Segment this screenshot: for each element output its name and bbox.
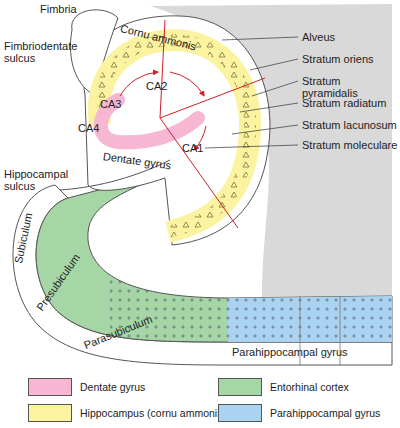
cell-dots [110, 200, 400, 350]
hippocampal-body [84, 16, 270, 245]
leader-line [205, 145, 298, 148]
leader-line [250, 59, 298, 70]
leader-lines [205, 37, 298, 148]
anatomy-label: CA4 [78, 122, 108, 134]
anatomy-label: Hippocampal sulcus [4, 168, 64, 192]
leader-line [232, 125, 298, 134]
legend-swatch [218, 378, 262, 396]
anatomy-label: CA3 [100, 98, 130, 110]
anatomy-label: Stratum lacunosum [302, 119, 398, 131]
anatomy-label: CA1 [182, 142, 212, 154]
legend-text: Dentate gyrus [80, 378, 145, 396]
anatomy-label: Alveus [302, 31, 398, 43]
anatomy-label: Stratum pyramidalis [302, 75, 398, 99]
legend-text: Parahippocampal gyrus [270, 404, 380, 422]
anatomy-label: Stratum radiatum [302, 97, 398, 109]
leader-line [222, 37, 298, 40]
legend-swatch [28, 404, 72, 422]
leader-line [252, 81, 298, 96]
anatomy-label: Stratum oriens [302, 53, 398, 65]
anatomy-label: Stratum moleculare [302, 139, 398, 151]
anatomy-label: Parahippocampal gyrus [232, 346, 382, 358]
division-line [160, 78, 265, 118]
anatomy-label: Fimbria [40, 3, 120, 15]
anatomy-label: CA2 [146, 80, 176, 92]
pyramidal-cells [99, 40, 250, 232]
anatomy-label: Fimbriodentate sulcus [4, 40, 72, 64]
legend-text: Entorhinal cortex [270, 378, 349, 396]
cornu-ammonis-band [99, 40, 250, 232]
ca-arrow [170, 72, 204, 96]
division-line [160, 118, 238, 228]
legend-swatch [218, 404, 262, 422]
leader-line [240, 103, 298, 112]
ca-divisions [120, 20, 265, 228]
legend-text: Hippocampus (cornu ammonis) [80, 404, 226, 422]
legend-swatch [28, 378, 72, 396]
